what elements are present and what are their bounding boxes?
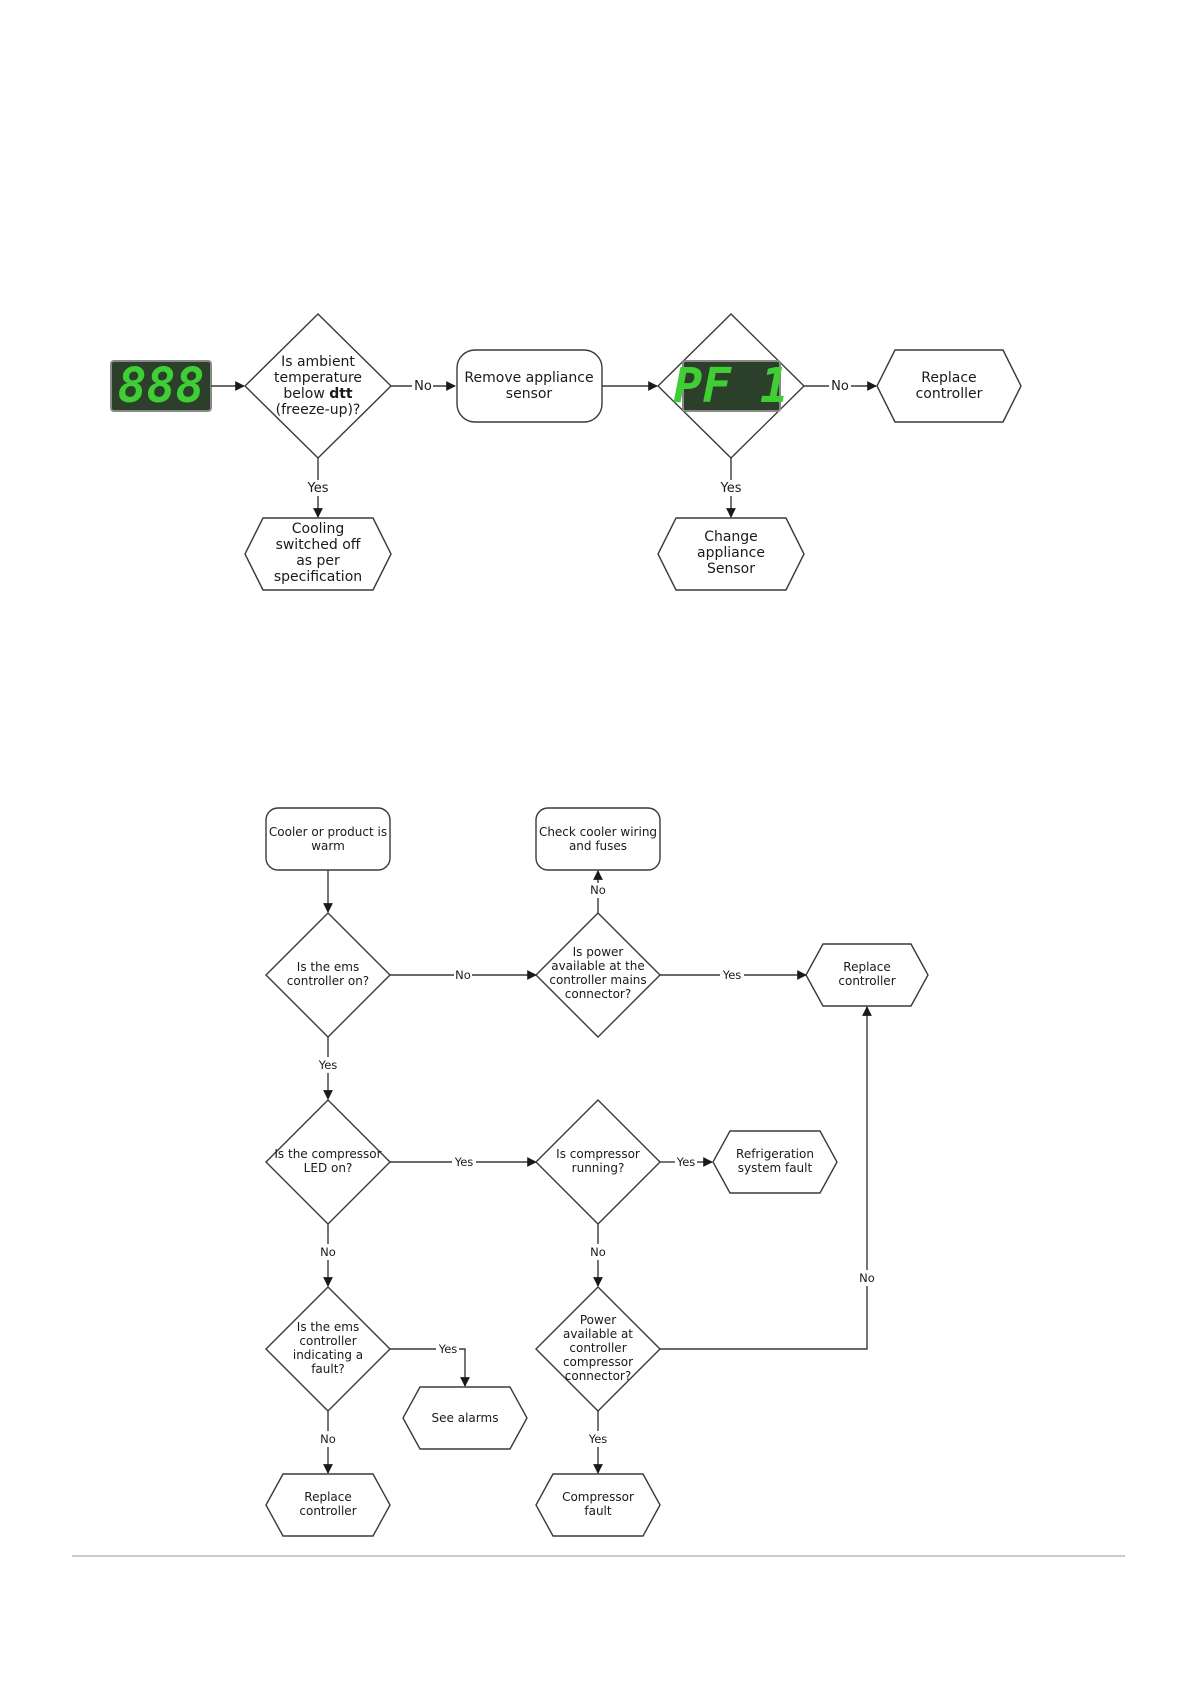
terminal-change-sensor: Change appliance Sensor [657, 517, 805, 591]
label-yes-power: Yes [722, 968, 742, 982]
svg-text:below dtt: below dtt [283, 386, 353, 402]
label-no-comp: No [859, 1271, 875, 1285]
label-no-2: No [831, 379, 849, 394]
label-yes-running: Yes [676, 1155, 696, 1169]
svg-text:Change: Change [704, 529, 758, 545]
svg-text:Is compressor: Is compressor [556, 1147, 640, 1161]
decision-ambient: Is ambient temperature below dtt (freeze… [244, 313, 392, 459]
svg-text:Replace: Replace [304, 1490, 351, 1504]
display-888: 888 [110, 358, 212, 414]
svg-text:Refrigeration: Refrigeration [736, 1147, 814, 1161]
label-yes-fault: Yes [438, 1342, 458, 1356]
svg-text:Cooler or product is: Cooler or product is [269, 825, 387, 839]
decision-power-mains: Is power available at the controller mai… [535, 912, 661, 1038]
label-no-running: No [590, 1245, 606, 1259]
svg-text:connector?: connector? [565, 987, 631, 1001]
svg-text:as per: as per [296, 553, 340, 569]
edge-fault-yes-b [459, 1348, 470, 1387]
svg-text:Cooling: Cooling [292, 521, 344, 537]
svg-text:Is the ems: Is the ems [297, 960, 359, 974]
svg-text:available at: available at [563, 1327, 633, 1341]
display-pf1: PF 1 [673, 358, 789, 414]
terminal-cooling: Cooling switched off as per specificatio… [244, 517, 392, 591]
terminal-compressor-fault: Compressor fault [535, 1473, 661, 1537]
decision-ems-on: Is the ems controller on? [265, 912, 391, 1038]
svg-text:Sensor: Sensor [707, 561, 755, 577]
svg-text:Is the compressor: Is the compressor [274, 1147, 381, 1161]
svg-text:controller: controller [299, 1504, 356, 1518]
label-no-power: No [590, 883, 606, 897]
terminal-replace-controller-top: Replace controller [876, 349, 1022, 423]
svg-text:temperature: temperature [274, 370, 362, 386]
svg-text:Replace: Replace [843, 960, 890, 974]
svg-text:Is power: Is power [573, 945, 624, 959]
terminal-refrigeration-fault: Refrigeration system fault [712, 1130, 838, 1194]
label-yes-2: Yes [720, 481, 742, 496]
svg-text:Check cooler wiring: Check cooler wiring [539, 825, 657, 839]
label-no-ems: No [455, 968, 471, 982]
svg-text:and fuses: and fuses [569, 839, 627, 853]
label-yes-1: Yes [307, 481, 329, 496]
svg-text:888: 888 [118, 358, 205, 414]
svg-text:Is ambient: Is ambient [281, 354, 355, 370]
svg-text:available at the: available at the [551, 959, 645, 973]
svg-text:Remove appliance: Remove appliance [464, 370, 593, 386]
svg-text:system fault: system fault [738, 1161, 813, 1175]
label-yes-led: Yes [454, 1155, 474, 1169]
svg-text:warm: warm [311, 839, 345, 853]
svg-text:fault?: fault? [311, 1362, 345, 1376]
svg-text:Replace: Replace [921, 370, 976, 386]
decision-led-on: Is the compressor LED on? [265, 1099, 391, 1225]
svg-text:indicating a: indicating a [293, 1348, 363, 1362]
decision-compressor-running: Is compressor running? [535, 1099, 661, 1225]
svg-text:See alarms: See alarms [432, 1411, 499, 1425]
svg-text:controller: controller [838, 974, 895, 988]
svg-text:LED on?: LED on? [304, 1161, 353, 1175]
decision-power-compressor: Power available at controller compressor… [535, 1286, 661, 1412]
svg-text:controller on?: controller on? [287, 974, 369, 988]
svg-text:connector?: connector? [565, 1369, 631, 1383]
start-cooler-warm: Cooler or product is warm [265, 807, 391, 871]
top-flowchart: 888 Is ambient temperature below dtt (fr… [110, 313, 1022, 591]
svg-text:Compressor: Compressor [562, 1490, 634, 1504]
svg-text:specification: specification [274, 569, 362, 585]
process-remove-sensor: Remove appliance sensor [456, 349, 603, 423]
label-no-fault: No [320, 1432, 336, 1446]
label-no-1: No [414, 379, 432, 394]
label-yes-comp: Yes [588, 1432, 608, 1446]
svg-text:(freeze-up)?: (freeze-up)? [276, 402, 361, 418]
svg-text:appliance: appliance [697, 545, 765, 561]
edge-comp-no-a [660, 1286, 868, 1350]
decision-pf1: PF 1 [657, 313, 805, 459]
terminal-replace-controller-bottom: Replace controller [265, 1473, 391, 1537]
label-yes-ems: Yes [318, 1058, 338, 1072]
terminal-replace-controller-right: Replace controller [805, 943, 929, 1007]
svg-text:controller: controller [569, 1341, 626, 1355]
svg-text:controller: controller [916, 386, 983, 402]
terminal-see-alarms: See alarms [402, 1386, 528, 1450]
svg-text:sensor: sensor [506, 386, 553, 402]
svg-text:switched off: switched off [276, 537, 361, 553]
decision-indicating-fault: Is the ems controller indicating a fault… [265, 1286, 391, 1412]
svg-text:compressor: compressor [563, 1355, 633, 1369]
process-check-wiring: Check cooler wiring and fuses [535, 807, 661, 871]
svg-text:controller mains: controller mains [549, 973, 646, 987]
bottom-flowchart: Cooler or product is warm Is the ems con… [265, 807, 929, 1537]
svg-text:controller: controller [299, 1334, 356, 1348]
svg-text:Power: Power [580, 1313, 616, 1327]
label-no-led: No [320, 1245, 336, 1259]
svg-text:running?: running? [572, 1161, 625, 1175]
svg-text:fault: fault [584, 1504, 612, 1518]
svg-text:Is the ems: Is the ems [297, 1320, 359, 1334]
